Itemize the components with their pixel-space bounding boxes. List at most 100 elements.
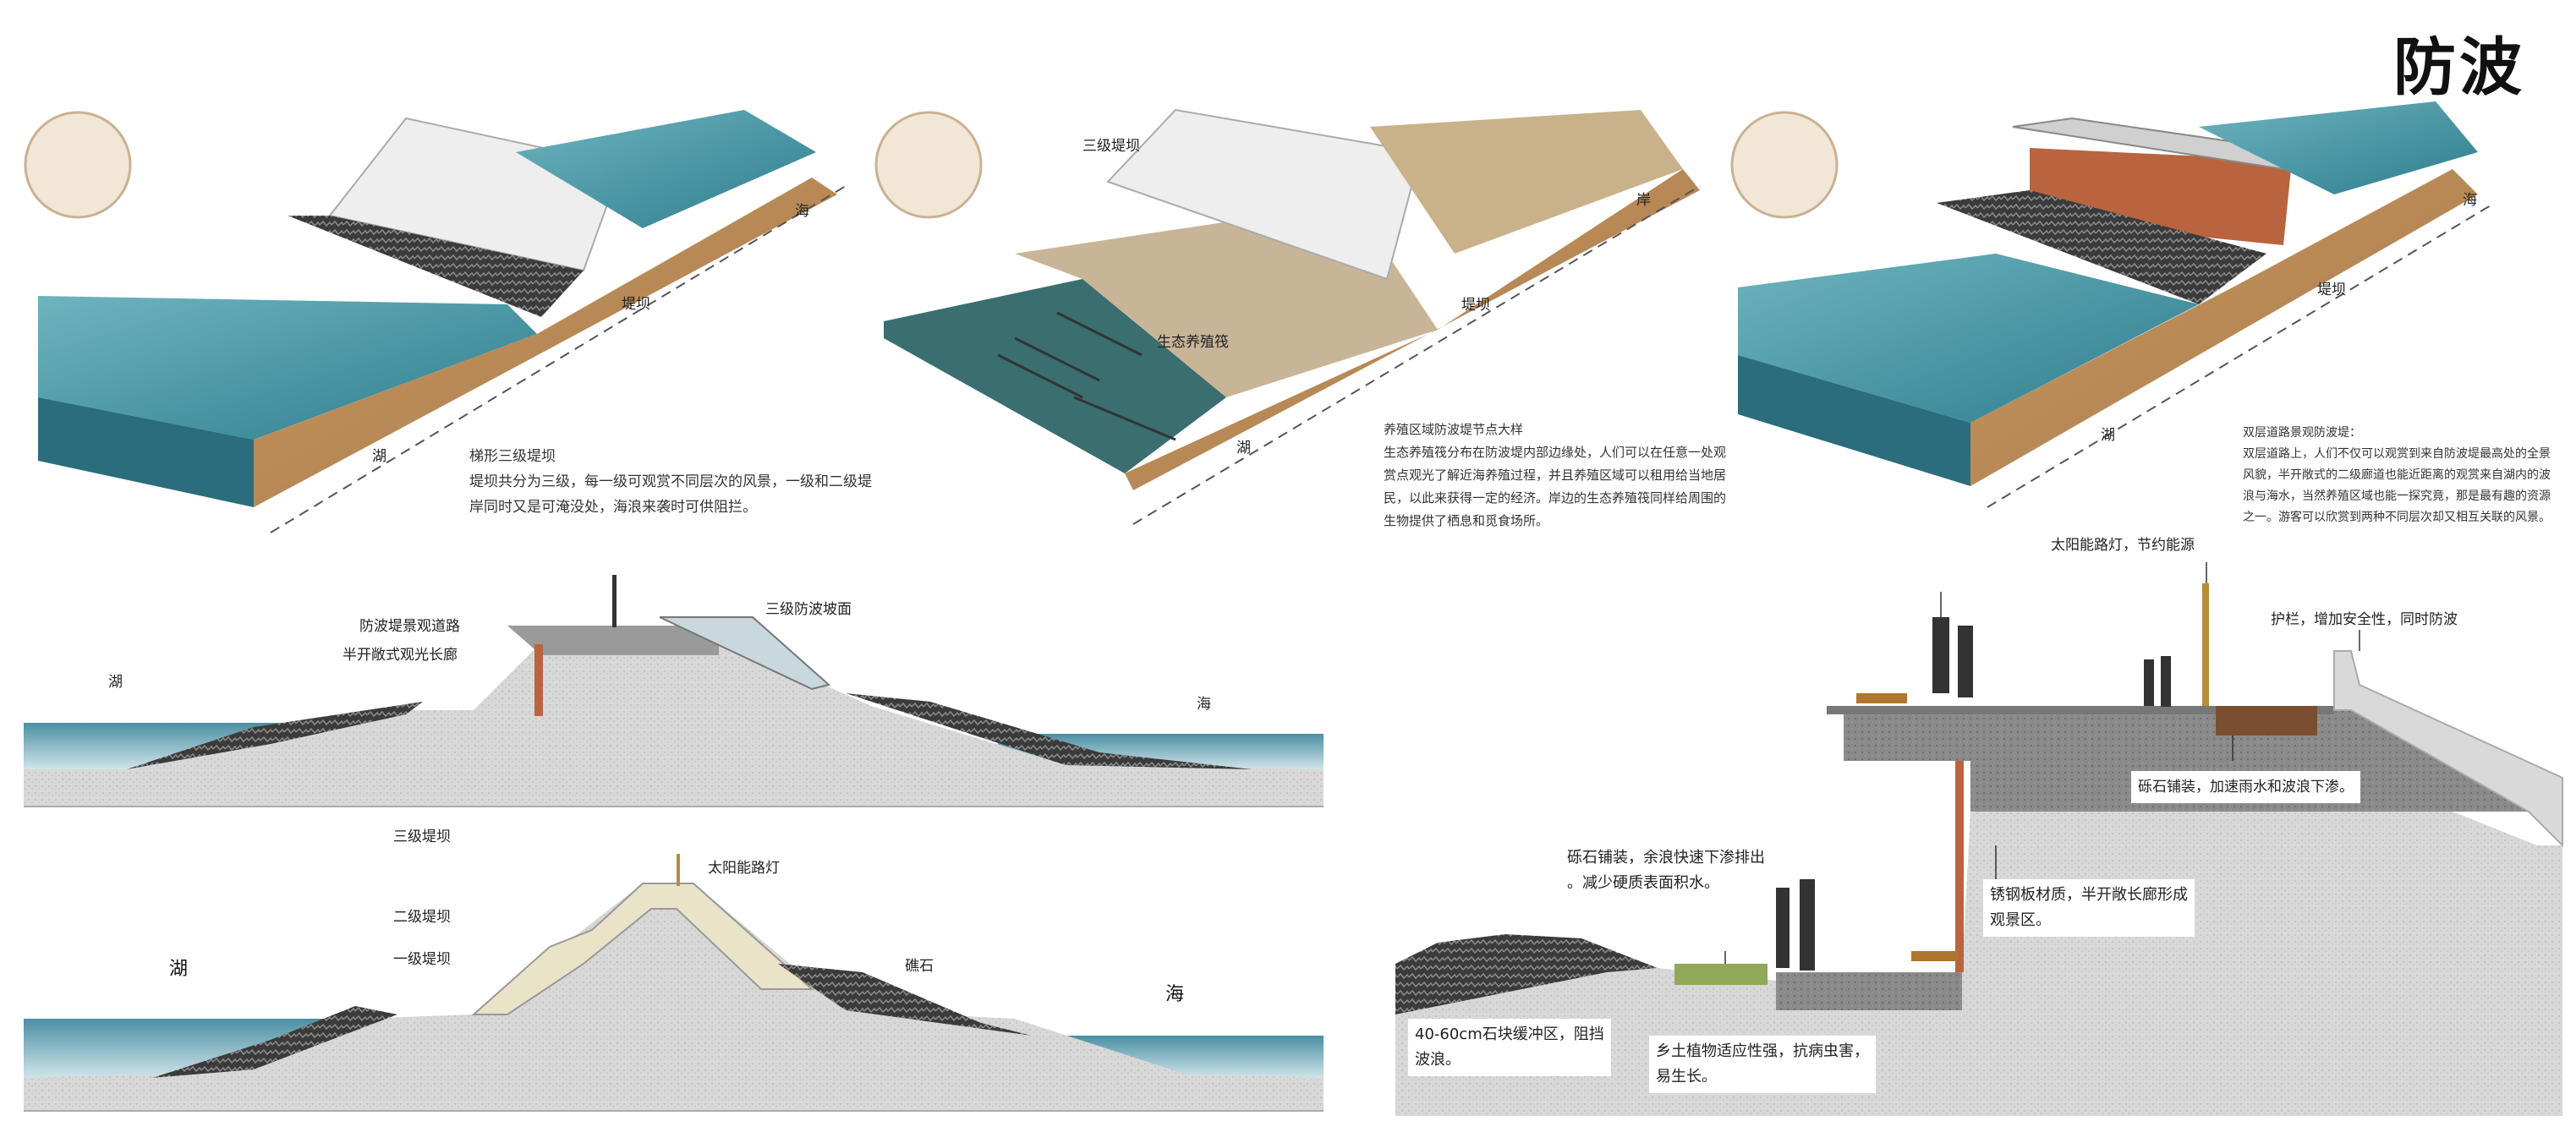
scene2-label-eco: 生态养殖筏 [1157,334,1229,351]
scene2-label-shore: 岸 [1636,192,1651,209]
section2-label-level3: 三级堤坝 [393,828,451,845]
scene1-locator-map [24,111,132,219]
detail-people [1776,617,2171,971]
section1-lamp [612,575,617,627]
scene1-label-dam: 堤坝 [622,296,650,313]
scene3-desc-line-3: 浪与海水，当然养殖区域也能一探究竟，那是最有趣的资源 [2243,489,2551,503]
detail-gravel-low-line-1: 砾石铺装，余浪快速下渗排出 [1567,849,1765,867]
scene3-description: 双层道路景观防波堤： 双层道路上，人们不仅可以观赏到来自防波堤最高处的全景 风貌… [2243,423,2551,528]
detail-stone-line-2: 波浪。 [1415,1051,1461,1069]
scene1-desc-line-2: 岸同时又是可淹没处，海浪来袭时可供阻拦。 [469,499,757,516]
scene2-locator-map [874,111,983,219]
scene1-desc-title: 梯形三级堤坝 [469,448,556,465]
scene1-water-right [516,110,816,228]
detail-stone-line-1: 40-60cm石块缓冲区，阻挡 [1415,1025,1604,1043]
detail-label-gravel-low: 砾石铺装，余浪快速下渗排出 。减少硬质表面积水。 [1560,842,1772,900]
detail-plant-line-2: 易生长。 [1656,1068,1717,1086]
section2-label-sea: 海 [1165,984,1185,1005]
scene3-label-lake: 湖 [2101,427,2115,444]
page-title: 防波 [2393,31,2525,104]
section2-rocks-left [152,1006,397,1078]
section1-third-slope [659,616,831,691]
scene1-water-left [38,296,537,440]
detail-stone-buffer [1395,934,1658,1014]
section2-label-level1: 一级堤坝 [393,951,451,968]
detail-solar-lamp [2202,583,2209,706]
section2-rocks-right [778,964,1032,1036]
scene1-label-sea: 海 [795,203,809,220]
detail-sidewall [2333,650,2563,848]
scene2-aquaculture-rafts [997,311,1176,441]
detail-gravel-low-line-2: 。减少硬质表面积水。 [1567,874,1719,892]
scene2-illustration [874,108,1701,525]
detail-bench-low [1911,951,1958,961]
scene2-desc-line-2: 赏点观光了解近海养殖过程，并且养殖区域可以租用给当地居 [1384,468,1727,483]
section2-drawing [24,854,1324,1112]
section1-label-lake: 湖 [108,674,123,691]
scene1-rock-armor [288,216,584,317]
scene1-label-lake: 湖 [372,448,386,465]
detail-rust-column [1955,761,1964,972]
scene3-desc-line-4: 之一。游客可以欣赏到两种不同层次却又相互关联的风景。 [2243,511,2551,524]
scene3-water-right [2199,101,2478,194]
detail-label-gravel-top: 砾石铺装，加速雨水和波浪下渗。 [2131,771,2360,803]
section1-label-slope: 三级防波坡面 [765,601,852,618]
scene2-desc-line-3: 民，以此来获得一定的经济。岸边的生态养殖筏同样给周围的 [1384,490,1727,506]
scene2-desc-line-1: 生态养殖筏分布在防波堤内部边缘处，人们可以在任意一处观 [1384,445,1727,460]
scene2-label-lake: 湖 [1236,440,1251,457]
scene3-desc-title: 双层道路景观防波堤： [2243,426,2361,440]
detail-plant-line-1: 乡土植物适应性强，抗病虫害， [1656,1042,1869,1060]
detail-lower-gravel [1776,972,1962,1010]
detail-label-lamp: 太阳能路灯，节约能源 [2051,537,2195,554]
scene2-label-level3: 三级堤坝 [1082,138,1140,155]
section2-dam-body [24,883,1324,1112]
section2-label-lamp: 太阳能路灯 [708,860,780,877]
detail-steel-line-1: 锈钢板材质，半开敞长廊形成 [1990,886,2188,904]
section1-rocks-right [846,693,1252,769]
scene1-description: 梯形三级堤坝 堤坝共分为三级，每一级可观赏不同层次的风景，一级和二级堤 岸同时又… [469,444,872,520]
detail-plant-bed [1674,964,1768,985]
scene3-water-left [1738,254,2199,423]
section1-label-sea: 海 [1197,696,1211,713]
section1-rocks-left [127,702,423,769]
scene1-illustration [24,110,847,533]
section2-label-reef: 礁石 [905,958,934,975]
detail-bench-top [1856,693,1907,703]
scene2-sand-ground [1125,169,1700,490]
section2-lamp [677,854,680,886]
scene3-desc-line-1: 双层道路上，人们不仅可以观赏到来自防波堤最高处的全景 [2243,447,2551,461]
detail-label-stone: 40-60cm石块缓冲区，阻挡 波浪。 [1408,1019,1611,1076]
section2-ground-line [24,1110,1324,1112]
detail-planter [2216,706,2317,736]
scene2-description: 养殖区域防波堤节点大样 生态养殖筏分布在防波堤内部边缘处，人们可以在任意一处观 … [1384,418,1726,533]
scene2-label-dam: 堤坝 [1461,297,1490,314]
section1-ground-line [24,806,1324,807]
section2-levels [471,883,814,1015]
scene2-desc-title: 养殖区域防波堤节点大样 [1384,422,1524,437]
detail-label-plant: 乡土植物适应性强，抗病虫害， 易生长。 [1649,1036,1876,1093]
section1-dam-body [24,634,1324,807]
detail-steel-line-2: 观景区。 [1990,911,2051,929]
scene1-desc-line-1: 堤坝共分为三级，每一级可观赏不同层次的风景，一级和二级堤 [469,473,872,490]
section2-label-lake: 湖 [169,959,189,980]
detail-label-steel: 锈钢板材质，半开敞长廊形成 观景区。 [1983,879,2195,937]
scene3-label-sea: 海 [2463,192,2477,209]
scene3-sand-ground [1970,169,2478,486]
section2-label-level2: 二级堤坝 [393,909,451,926]
detail-upper-deck [1827,706,2334,714]
section1-road-deck [507,626,719,655]
detail-label-rail: 护栏，增加安全性，同时防波 [2271,611,2458,628]
section1-label-corridor: 半开敞式观光长廊 [343,647,458,664]
scene3-illustration [1730,101,2496,508]
section1-rust-post [534,644,543,716]
scene2-field [1370,110,1683,254]
section1-drawing [24,575,1324,807]
section1-label-road: 防波堤景观道路 [359,618,460,635]
scene3-locator-map [1730,111,1839,219]
scene3-desc-line-2: 风貌，半开敞式的二级廊道也能近距离的观赏来自湖内的波 [2243,468,2551,482]
scene3-label-dam: 堤坝 [2317,282,2346,298]
scene3-rock-armor [1937,190,2266,304]
scene2-desc-line-4: 生物提供了栖息和觅食场所。 [1384,513,1549,528]
scene1-sand-ground [254,178,837,507]
